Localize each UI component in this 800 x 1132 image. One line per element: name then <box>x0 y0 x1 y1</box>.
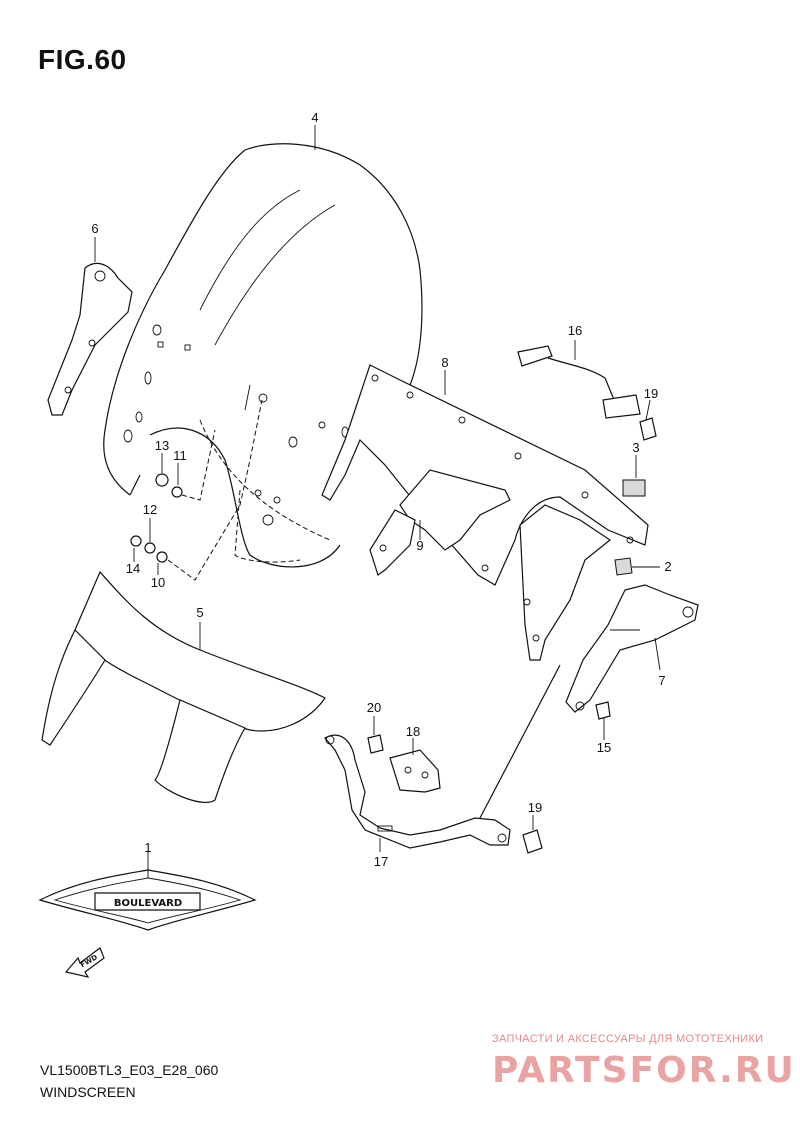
callout-8: 8 <box>441 355 448 370</box>
screw-20 <box>367 734 384 754</box>
part-4-windscreen <box>103 143 423 496</box>
part-3-cushion <box>622 479 646 497</box>
watermark-tagline: ЗАПЧАСТИ И АКСЕССУАРЫ ДЛЯ МОТОТЕХНИКИ <box>492 1033 764 1045</box>
footer-section-name: WINDSCREEN <box>40 1084 136 1100</box>
callout-12: 12 <box>143 502 157 517</box>
footer-model-code: VL1500BTL3_E03_E28_060 <box>40 1062 219 1078</box>
callout-18: 18 <box>406 724 420 739</box>
screw-19-upper <box>639 417 657 441</box>
callout-13: 13 <box>155 438 169 453</box>
emblem-text: BOULEVARD <box>114 898 182 909</box>
callout-10: 10 <box>151 575 165 590</box>
callout-19-lower: 19 <box>528 800 542 815</box>
callout-11: 11 <box>173 448 187 463</box>
callout-7: 7 <box>658 673 665 688</box>
watermark-logo-text: PARTSFOR.RU <box>492 1050 792 1088</box>
callout-2: 2 <box>664 559 671 574</box>
fwd-arrow-icon: FWD <box>64 947 105 978</box>
hardware-cluster-left <box>130 473 183 563</box>
part-6-left-stay <box>47 262 133 416</box>
callout-17: 17 <box>374 854 388 869</box>
callout-3: 3 <box>632 440 639 455</box>
part-1-emblem: BOULEVARD <box>38 869 257 931</box>
watermark-logo: PARTSFOR.RU <box>492 1050 792 1088</box>
part-17-lower-bracket <box>324 734 511 849</box>
callout-20: 20 <box>367 700 381 715</box>
windscreen-lower-lip <box>149 419 341 568</box>
callout-1: 1 <box>144 840 151 855</box>
part-18-plate <box>389 749 441 793</box>
part-2-cushion <box>614 557 633 576</box>
part-7-right-stay <box>565 584 699 713</box>
screw-15 <box>595 701 611 720</box>
callout-14: 14 <box>126 561 140 576</box>
callout-9: 9 <box>416 538 423 553</box>
callout-19-upper: 19 <box>644 386 658 401</box>
figure-title: FIG.60 <box>38 44 127 75</box>
screw-19-lower <box>522 829 543 854</box>
callout-15: 15 <box>597 740 611 755</box>
part-16-rod <box>517 345 641 419</box>
callout-6: 6 <box>91 221 98 236</box>
callout-5: 5 <box>196 605 203 620</box>
part-5-garnish <box>41 570 326 804</box>
callout-4: 4 <box>311 110 318 125</box>
callout-16: 16 <box>568 323 582 338</box>
part-8-upper-bracket <box>321 364 649 586</box>
part-9-inner-bracket <box>369 469 612 661</box>
